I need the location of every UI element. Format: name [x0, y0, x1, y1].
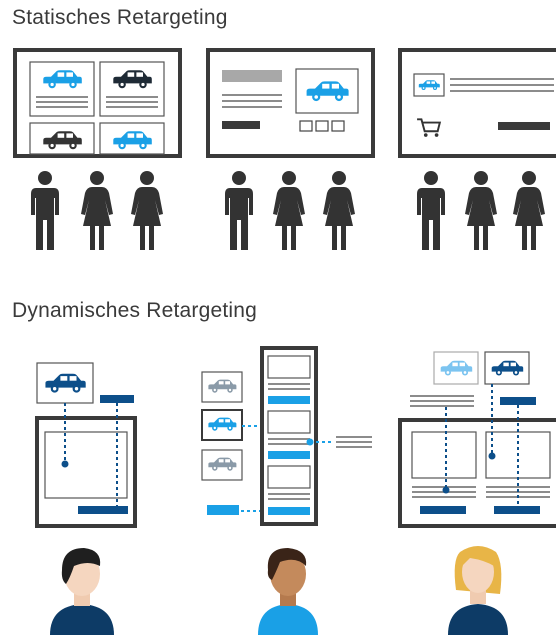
person-male-icon [31, 171, 59, 250]
grid-cell [99, 61, 165, 117]
dynamic-ad-column-1 [35, 362, 137, 528]
audience-group-1 [31, 171, 163, 250]
grid-cell [29, 61, 95, 117]
person-female-icon [323, 171, 355, 250]
person-female-icon [131, 171, 163, 250]
static-retargeting-title: Statisches Retargeting [12, 6, 228, 29]
person-female-icon [81, 171, 113, 250]
grid-cell [99, 122, 165, 155]
person-female-icon [465, 171, 497, 250]
audience-group-2 [225, 171, 355, 250]
user-avatar-icon [258, 548, 318, 635]
static-ad-grid-panel [13, 48, 182, 158]
person-male-icon [417, 171, 445, 250]
dynamic-ad-column-2 [201, 346, 372, 526]
person-female-icon [513, 171, 545, 250]
user-avatar-icon [50, 548, 114, 635]
dynamic-retargeting-title: Dynamisches Retargeting [12, 299, 258, 322]
static-ad-product-panel [206, 48, 375, 158]
person-male-icon [225, 171, 253, 250]
user-avatar-icon [448, 546, 508, 635]
grid-cell [29, 122, 95, 155]
audience-group-3 [417, 171, 545, 250]
static-ad-cart-panel [398, 48, 556, 158]
person-female-icon [273, 171, 305, 250]
dynamic-ad-column-3 [398, 351, 556, 528]
